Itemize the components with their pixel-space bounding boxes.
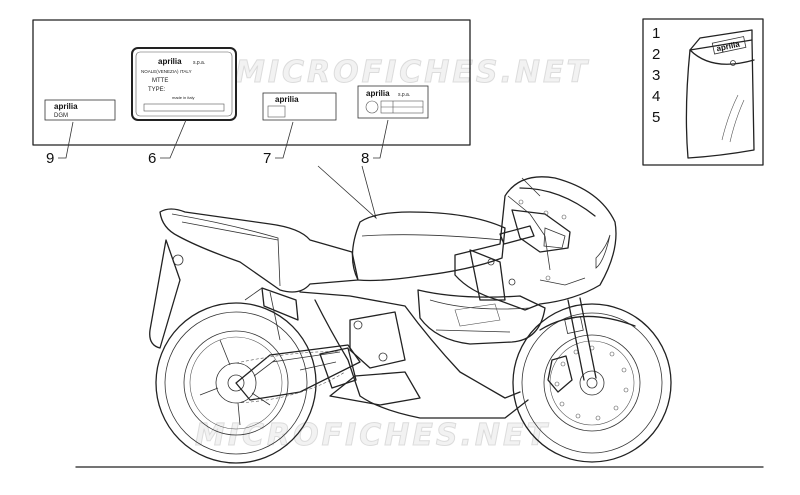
callout-1: 1 [652, 25, 660, 42]
watermark-bottom: MICROFICHES.NET [195, 418, 550, 453]
document-bag[interactable]: aprilia [685, 29, 755, 159]
leader-7 [275, 121, 294, 159]
engine [349, 311, 406, 369]
callout-4: 4 [652, 88, 660, 105]
motorcycle-drawing [75, 176, 764, 468]
decal-6-mtte: MTTE [152, 78, 168, 84]
decal-6-address: NOALE(VENEZIA) ITALY [141, 69, 192, 74]
callout-3: 3 [652, 67, 660, 84]
callout-5: 5 [652, 109, 660, 126]
decal-6-small: made in italy [172, 95, 194, 100]
decal-6-type: TYPE: [148, 87, 166, 93]
front-fork [567, 299, 585, 381]
bag-panel [642, 18, 764, 166]
decal-6-type-plate[interactable]: aprilia s.p.a. NOALE(VENEZIA) ITALY MTTE… [131, 47, 237, 121]
swingarm [235, 344, 361, 401]
leader-8 [373, 119, 389, 159]
watermark-top: MICROFICHES.NET [235, 55, 590, 90]
callout-7: 7 [263, 150, 271, 167]
callout-6: 6 [148, 150, 156, 167]
fuel-tank [351, 211, 506, 282]
leader-6 [160, 119, 187, 159]
rear-hugger [149, 239, 181, 349]
front-wheel [512, 303, 672, 463]
rear-wheel [155, 302, 317, 464]
decal-9[interactable]: aprilia DGM [44, 99, 116, 121]
decal-6-brand-suffix: s.p.a. [193, 60, 205, 66]
front-fairing [454, 176, 617, 311]
callout-2: 2 [652, 46, 660, 63]
decal-9-brand: aprilia [54, 102, 78, 111]
callout-9: 9 [46, 150, 54, 167]
side-fairing [417, 289, 546, 345]
callout-8: 8 [361, 150, 369, 167]
front-fender [539, 315, 636, 331]
decal-9-sub: DGM [54, 113, 68, 119]
decal-7[interactable]: aprilia [262, 92, 337, 121]
decal-set-panel [32, 19, 471, 146]
decal-8-brand-suffix: s.p.a. [398, 92, 410, 98]
seat-tail [159, 208, 359, 293]
frame-lower [299, 291, 521, 399]
pointer-to-bike [317, 165, 377, 220]
decal-8[interactable]: aprilia s.p.a. [357, 85, 429, 119]
decal-6-brand: aprilia [158, 57, 182, 66]
decal-8-brand: aprilia [366, 89, 390, 98]
leader-9 [58, 121, 74, 159]
decal-7-brand: aprilia [275, 95, 299, 104]
